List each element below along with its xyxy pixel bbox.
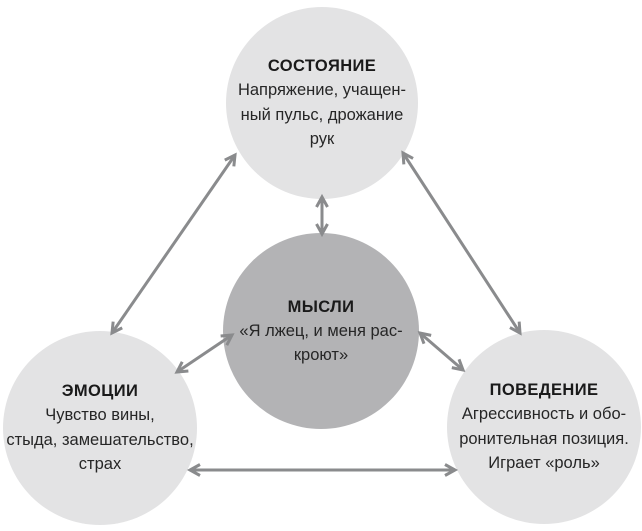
node-thoughts: МЫСЛИ «Я лжец, и меня рас- кроют»	[223, 233, 419, 429]
node-emotions-title: ЭМОЦИИ	[61, 382, 139, 401]
node-emotions: ЭМОЦИИ Чувство вины, стыда, замешательст…	[3, 331, 197, 525]
node-behavior-line: Играет «роль»	[488, 454, 600, 473]
node-thoughts-title: МЫСЛИ	[287, 297, 355, 316]
arrow-thoughts-behavior	[417, 330, 466, 373]
node-state: СОСТОЯНИЕ Напряжение, учащен- ный пульс,…	[226, 7, 418, 199]
node-behavior-line: Агрессивность и обо-	[461, 405, 627, 424]
node-emotions-line: стыда, замешательство,	[6, 430, 194, 449]
node-state-line: рук	[309, 130, 335, 149]
node-thoughts-line: кроют»	[293, 346, 349, 364]
node-state-line: Напряжение, учащен-	[237, 81, 407, 100]
node-behavior-title: ПОВЕДЕНИЕ	[489, 381, 599, 400]
node-state-title: СОСТОЯНИЕ	[267, 57, 377, 76]
node-emotions-line: Чувство вины,	[45, 406, 155, 425]
arrow-state-behavior	[401, 150, 522, 336]
arrow-state-emotions	[110, 152, 237, 336]
node-state-line: ный пульс, дрожание	[240, 105, 404, 124]
node-behavior-line: ронительная позиция.	[459, 429, 629, 448]
node-emotions-line: страх	[78, 455, 122, 474]
node-behavior: ПОВЕДЕНИЕ Агрессивность и обо- ронительн…	[447, 330, 641, 524]
node-thoughts-line: «Я лжец, и меня рас-	[239, 321, 403, 340]
